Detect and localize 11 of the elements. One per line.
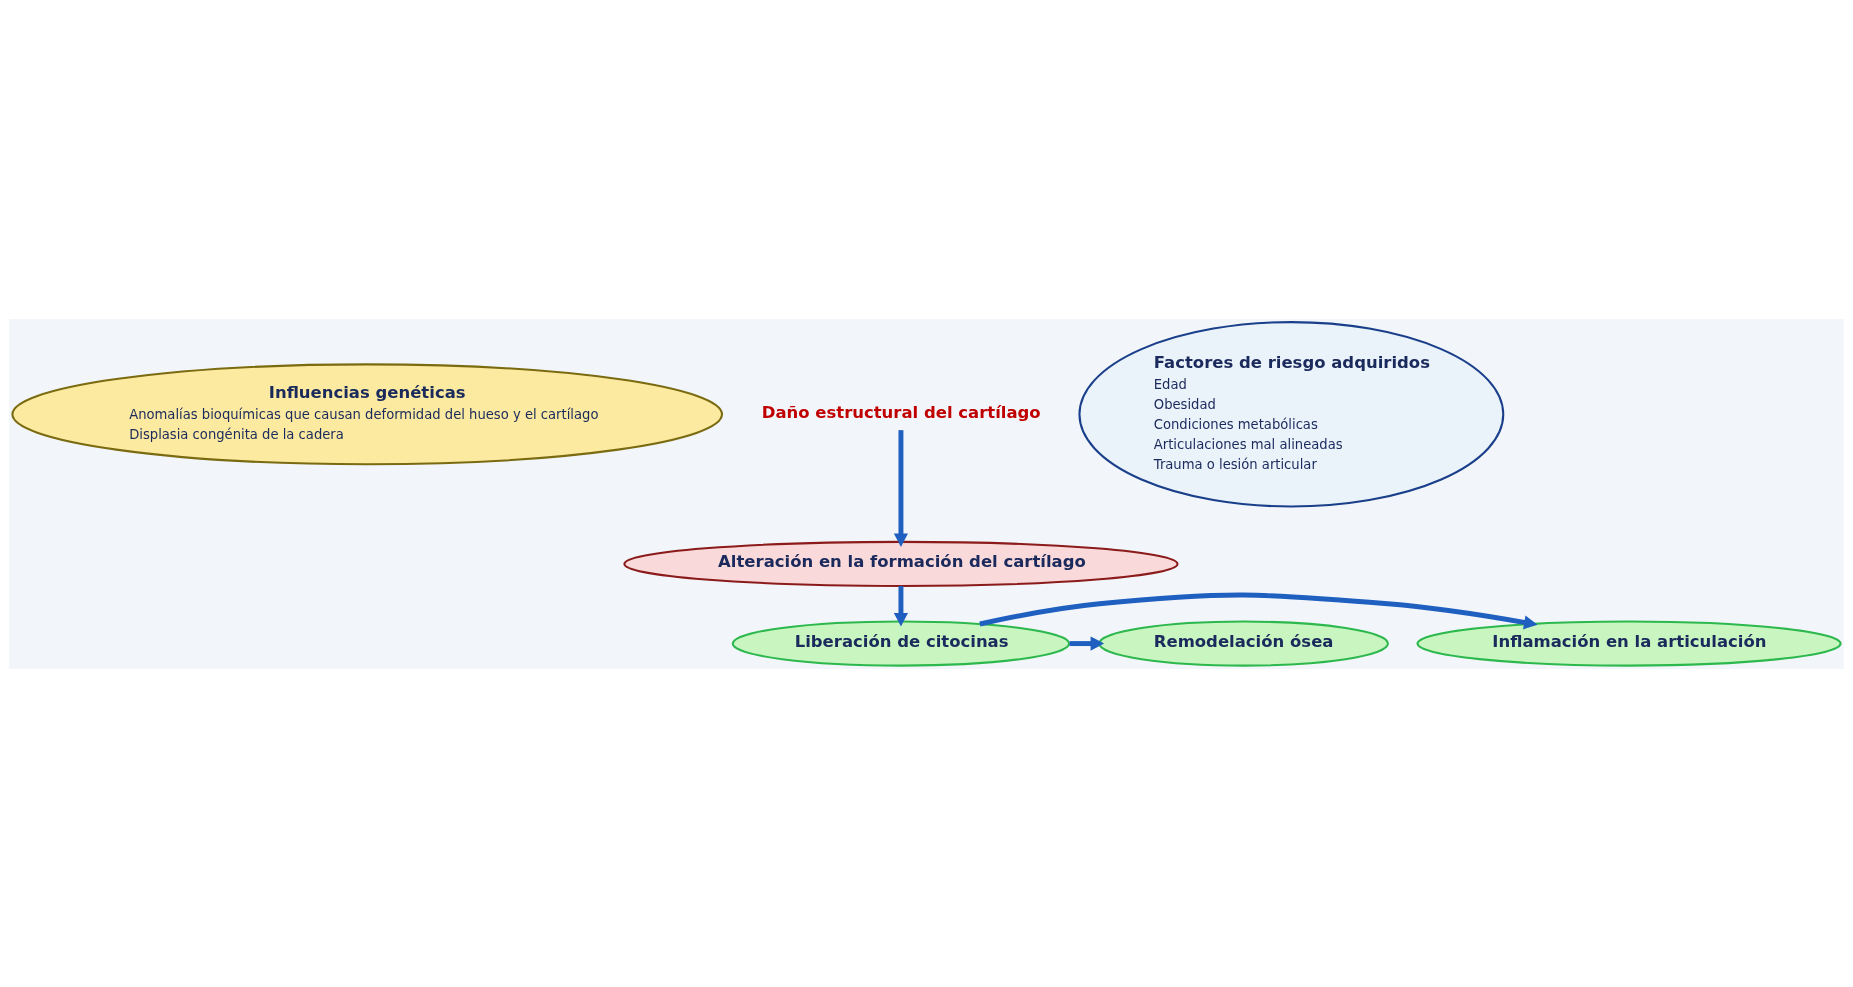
arrow [979,592,1538,629]
node-ellipse: Remodelación ósea [1098,620,1389,667]
node-ellipse: Influencias genéticas Anomalías bioquímicas que causan deformidad del hueso y el cartílago Displasia congénita de la cadera [11,362,724,465]
node-ellipse: Factores de riesgo adquiridos Edad Obesidad Condiciones metabólicas Articulaciones mal alineadas Trauma o lesión articular [1078,320,1505,508]
node-text: Daño estructural del cartílago [761,402,1041,422]
node-ellipse: Liberación de citocinas [731,620,1071,667]
arrow [893,429,909,547]
node-ellipse: Inflamación en la articulación [1416,620,1842,667]
arrow [1069,635,1105,651]
node-ellipse: Alteración en la formación del cartílago [623,540,1179,587]
arrow [893,585,909,626]
